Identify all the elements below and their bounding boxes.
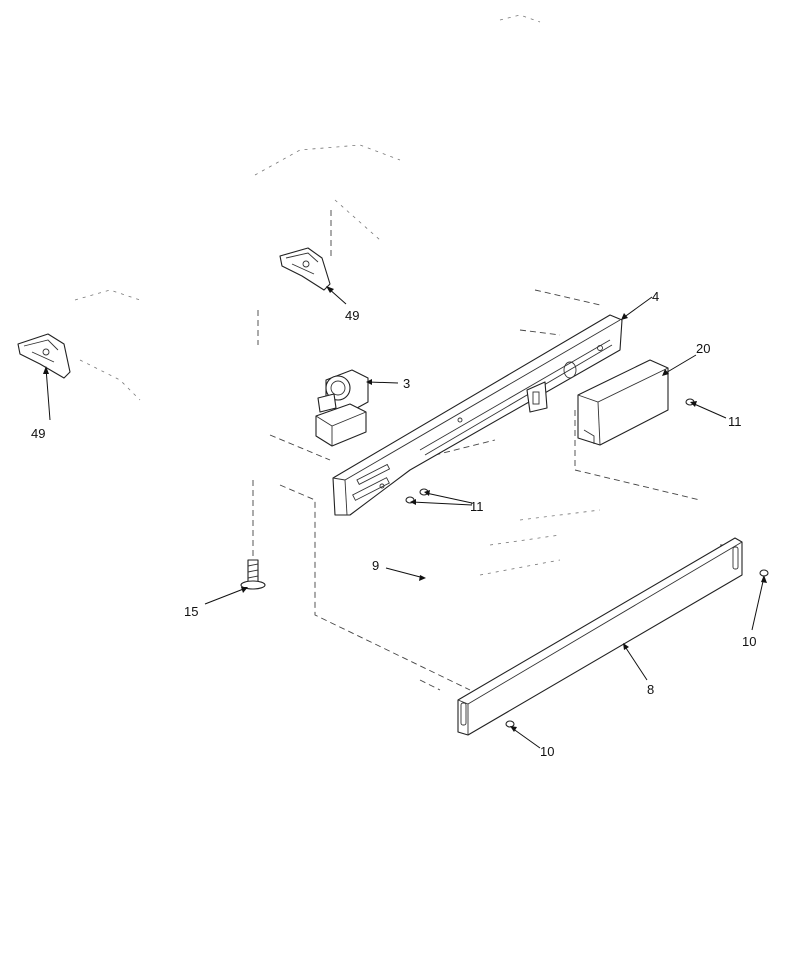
callout-panel: 8 (647, 682, 654, 697)
callout-screw-panel-right: 10 (742, 634, 756, 649)
callout-valve: 3 (403, 376, 410, 391)
callout-screw-panel-bottom: 10 (540, 744, 554, 759)
callout-bolt: 15 (184, 604, 198, 619)
manifold-bracket (332, 314, 623, 516)
bracket-left (17, 333, 71, 379)
gas-valve (315, 369, 369, 447)
phantom-outline (74, 14, 601, 576)
callout-hole: 9 (372, 558, 379, 573)
leveling-bolt (240, 559, 266, 590)
callout-bracket-left: 49 (31, 426, 45, 441)
front-panel (457, 537, 743, 736)
callout-screw-right: 11 (728, 414, 742, 429)
leaders (43, 286, 767, 749)
callout-manifold-bracket: 4 (652, 289, 659, 304)
cover (577, 359, 669, 446)
callout-cover: 20 (696, 341, 710, 356)
callout-bracket-right: 49 (345, 308, 359, 323)
bracket-right (279, 247, 331, 291)
callouts: 49 49 3 4 20 11 11 8 9 15 10 10 (31, 289, 756, 759)
callout-screws-center: 11 (470, 499, 484, 514)
